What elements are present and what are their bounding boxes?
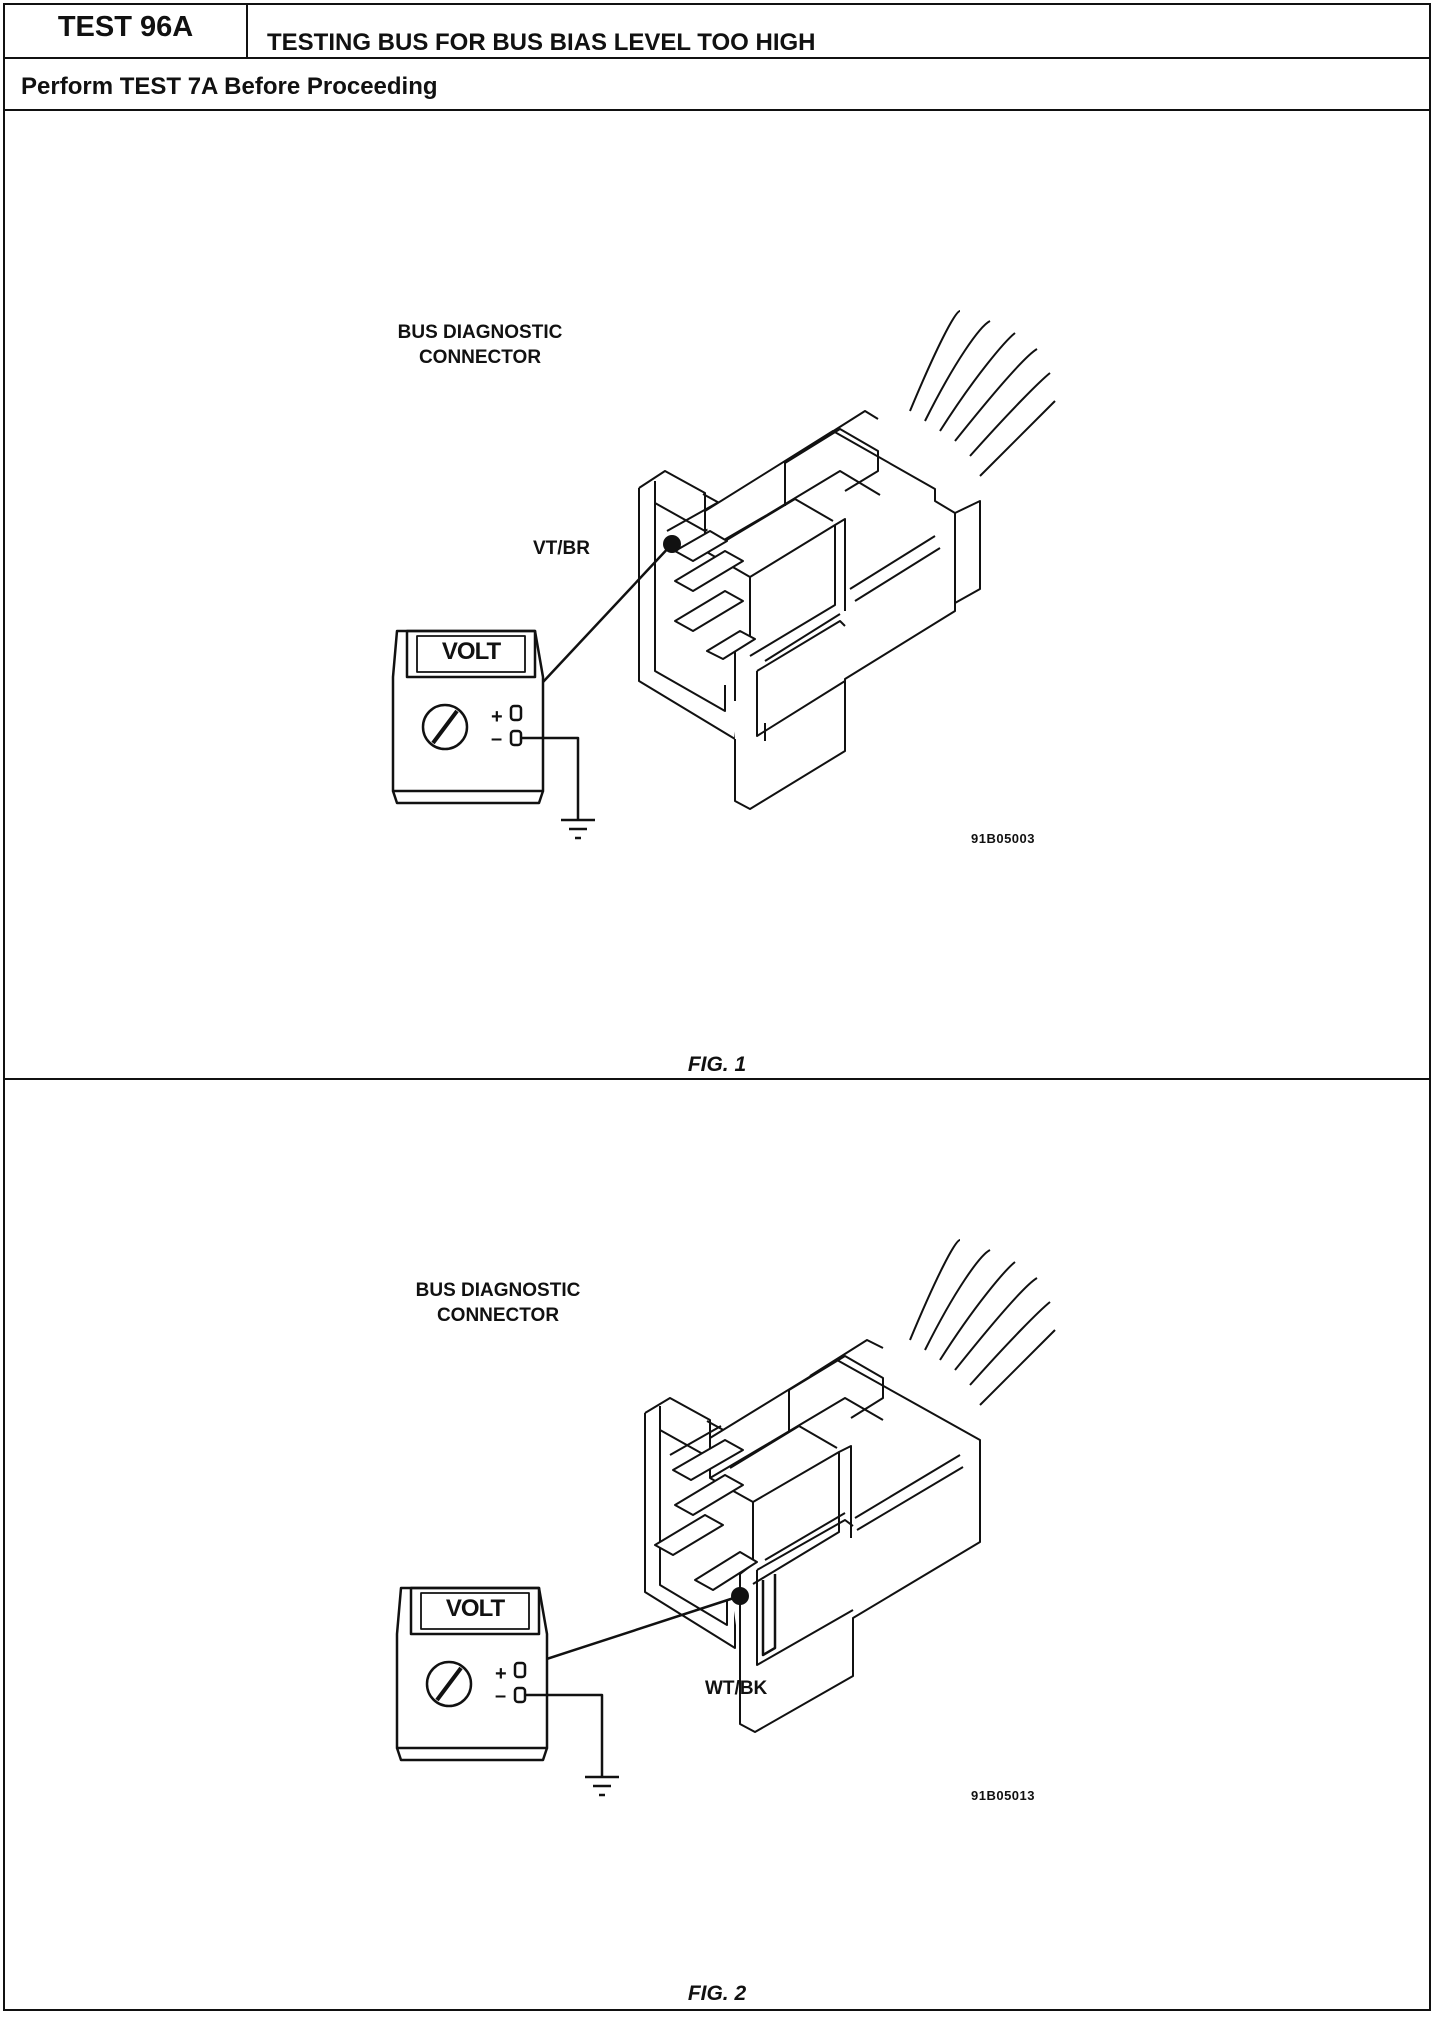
test-title: TESTING BUS FOR BUS BIAS LEVEL TOO HIGH (267, 29, 816, 56)
figure-caption: FIG. 2 (687, 1982, 747, 2005)
meter-display-label: VOLT (441, 638, 501, 665)
connector-label: BUS DIAGNOSTIC CONNECTOR (368, 1278, 628, 1328)
figure-1: BUS DIAGNOSTIC CONNECTOR VT/BR VOLT + – … (5, 111, 1429, 1078)
figure-2-illustration (395, 1239, 1056, 1797)
wire-label: WT/BK (705, 1678, 768, 1699)
figure-caption: FIG. 1 (687, 1053, 747, 1076)
wire-label: VT/BR (533, 538, 590, 559)
minus-terminal-sign: – (491, 728, 503, 750)
figure-1-illustration (391, 310, 1056, 840)
connector-label-line2: CONNECTOR (418, 347, 542, 368)
figure-divider (5, 1078, 1429, 1080)
test-id: TEST 96A (5, 5, 248, 57)
connector-label: BUS DIAGNOSTIC CONNECTOR (350, 320, 610, 370)
prerequisite-row: Perform TEST 7A Before Proceeding (5, 59, 1429, 111)
meter-display-label: VOLT (445, 1595, 505, 1622)
minus-terminal-sign: – (495, 1685, 507, 1707)
prerequisite-text: Perform TEST 7A Before Proceeding (21, 73, 438, 100)
test-sheet: TEST 96A TESTING BUS FOR BUS BIAS LEVEL … (3, 3, 1431, 2011)
connector-label-line2: CONNECTOR (436, 1305, 560, 1326)
header-row: TEST 96A TESTING BUS FOR BUS BIAS LEVEL … (5, 5, 1429, 59)
image-code: 91B05003 (971, 831, 1035, 846)
plus-terminal-sign: + (491, 706, 503, 728)
image-code: 91B05013 (971, 1788, 1035, 1803)
connector-label-line1: BUS DIAGNOSTIC (397, 322, 563, 343)
plus-terminal-sign: + (495, 1663, 507, 1685)
connector-label-line1: BUS DIAGNOSTIC (415, 1280, 581, 1301)
figure-2: BUS DIAGNOSTIC CONNECTOR WT/BK VOLT + – … (5, 1080, 1429, 2010)
